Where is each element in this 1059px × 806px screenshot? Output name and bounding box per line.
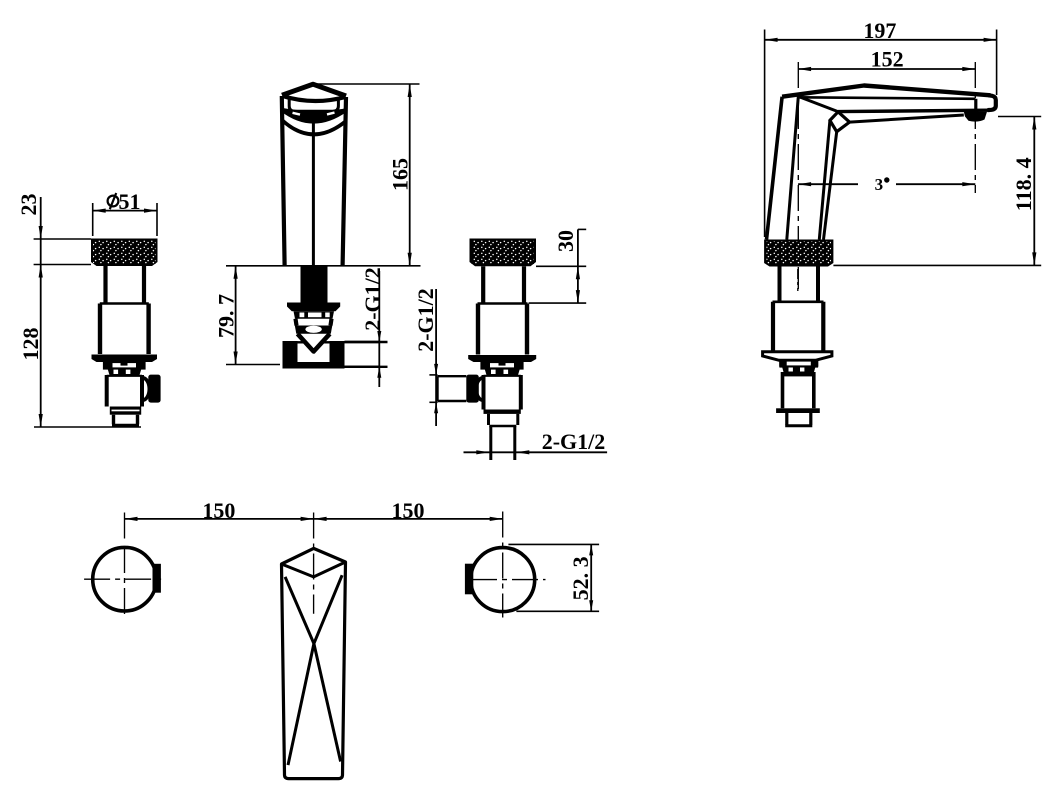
svg-text:51: 51	[119, 189, 141, 214]
svg-text:118. 4: 118. 4	[1011, 157, 1036, 211]
svg-text:30: 30	[553, 230, 578, 252]
svg-text:152: 152	[871, 47, 904, 72]
svg-text:150: 150	[202, 498, 235, 523]
svg-text:23: 23	[16, 194, 41, 216]
svg-text:2-G1/2: 2-G1/2	[413, 288, 438, 352]
svg-text:165: 165	[388, 158, 413, 191]
svg-text:2-G1/2: 2-G1/2	[542, 429, 606, 454]
svg-text:150: 150	[392, 498, 425, 523]
svg-text:2-G1/2: 2-G1/2	[360, 267, 385, 331]
svg-text:3: 3	[875, 175, 884, 194]
svg-text:128: 128	[18, 328, 43, 361]
svg-text:79. 7: 79. 7	[214, 294, 239, 338]
svg-text:52. 3: 52. 3	[568, 556, 593, 600]
svg-text:197: 197	[863, 18, 896, 43]
